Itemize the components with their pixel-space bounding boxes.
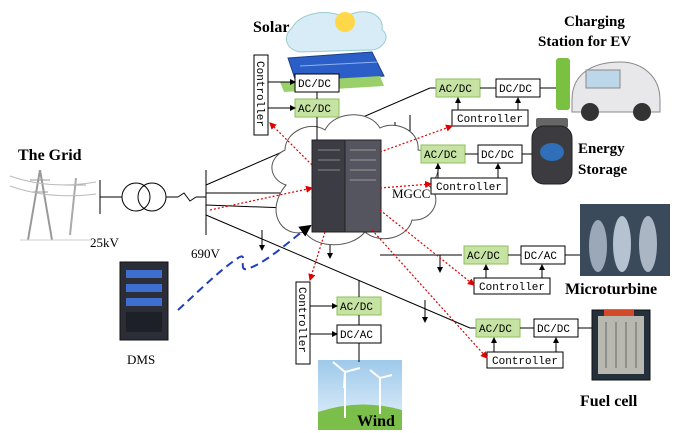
microturbine-label: Microturbine: [565, 281, 657, 298]
dms-label: DMS: [127, 352, 155, 367]
mgcc-server-icon: [311, 139, 382, 233]
fuel-controller-box: [486, 351, 564, 369]
charging-label: Charging: [564, 14, 625, 30]
microturbine-icon: [580, 204, 670, 276]
station-label: Station for EV: [538, 34, 631, 50]
svg-text:Controller: Controller: [457, 114, 523, 126]
solar-label: Solar: [253, 19, 289, 36]
svg-text:DC/AC: DC/AC: [524, 251, 557, 263]
svg-text:AC/DC: AC/DC: [479, 324, 512, 336]
svg-text:DC/DC: DC/DC: [298, 79, 331, 91]
wind-label: Wind: [357, 413, 395, 430]
svg-text:DC/DC: DC/DC: [537, 324, 570, 336]
wind-controller-text: Controller: [295, 287, 307, 353]
wind-controller-box: [295, 281, 311, 365]
energy-label: Energy: [578, 141, 625, 157]
transformer-primary-icon: [121, 182, 151, 212]
svg-text:AC/DC: AC/DC: [439, 84, 472, 96]
svg-text:AC/DC: AC/DC: [298, 104, 331, 116]
svg-text:AC/DC: AC/DC: [340, 302, 373, 314]
battery-icon: [531, 118, 573, 185]
svg-text:Controller: Controller: [436, 182, 502, 194]
svg-text:Controller: Controller: [492, 356, 558, 368]
svg-text:DC/DC: DC/DC: [481, 150, 514, 162]
mgcc-label: MGCC: [392, 186, 430, 201]
fuelcell-label: Fuel cell: [580, 393, 638, 410]
v690-label: 690V: [191, 246, 221, 261]
solar-controller-box: [253, 54, 269, 136]
grid-label: The Grid: [18, 147, 82, 164]
feeder-line-bottom: [205, 214, 471, 329]
wind-turbine-icon: [318, 360, 402, 430]
svg-text:DC/DC: DC/DC: [499, 84, 532, 96]
dms-server-icon: [119, 261, 169, 341]
mgcc-comm-links: [209, 122, 488, 359]
svg-text:AC/DC: AC/DC: [424, 150, 457, 162]
dms-link: [177, 224, 312, 311]
storage-label: Storage: [578, 162, 627, 178]
solar-controller-text: Controller: [253, 61, 265, 127]
micro-controller-box: [473, 277, 551, 295]
transformer-secondary-icon: [137, 182, 167, 212]
svg-text:Controller: Controller: [479, 282, 545, 294]
kv-label: 25kV: [90, 235, 120, 250]
fuel-cell-icon: [591, 309, 651, 381]
svg-text:AC/DC: AC/DC: [467, 251, 500, 263]
svg-text:DC/AC: DC/AC: [340, 330, 373, 342]
grid-tower-icon: [9, 169, 97, 241]
ev-controller-box: [451, 109, 529, 127]
ev-car-icon: [556, 58, 661, 121]
